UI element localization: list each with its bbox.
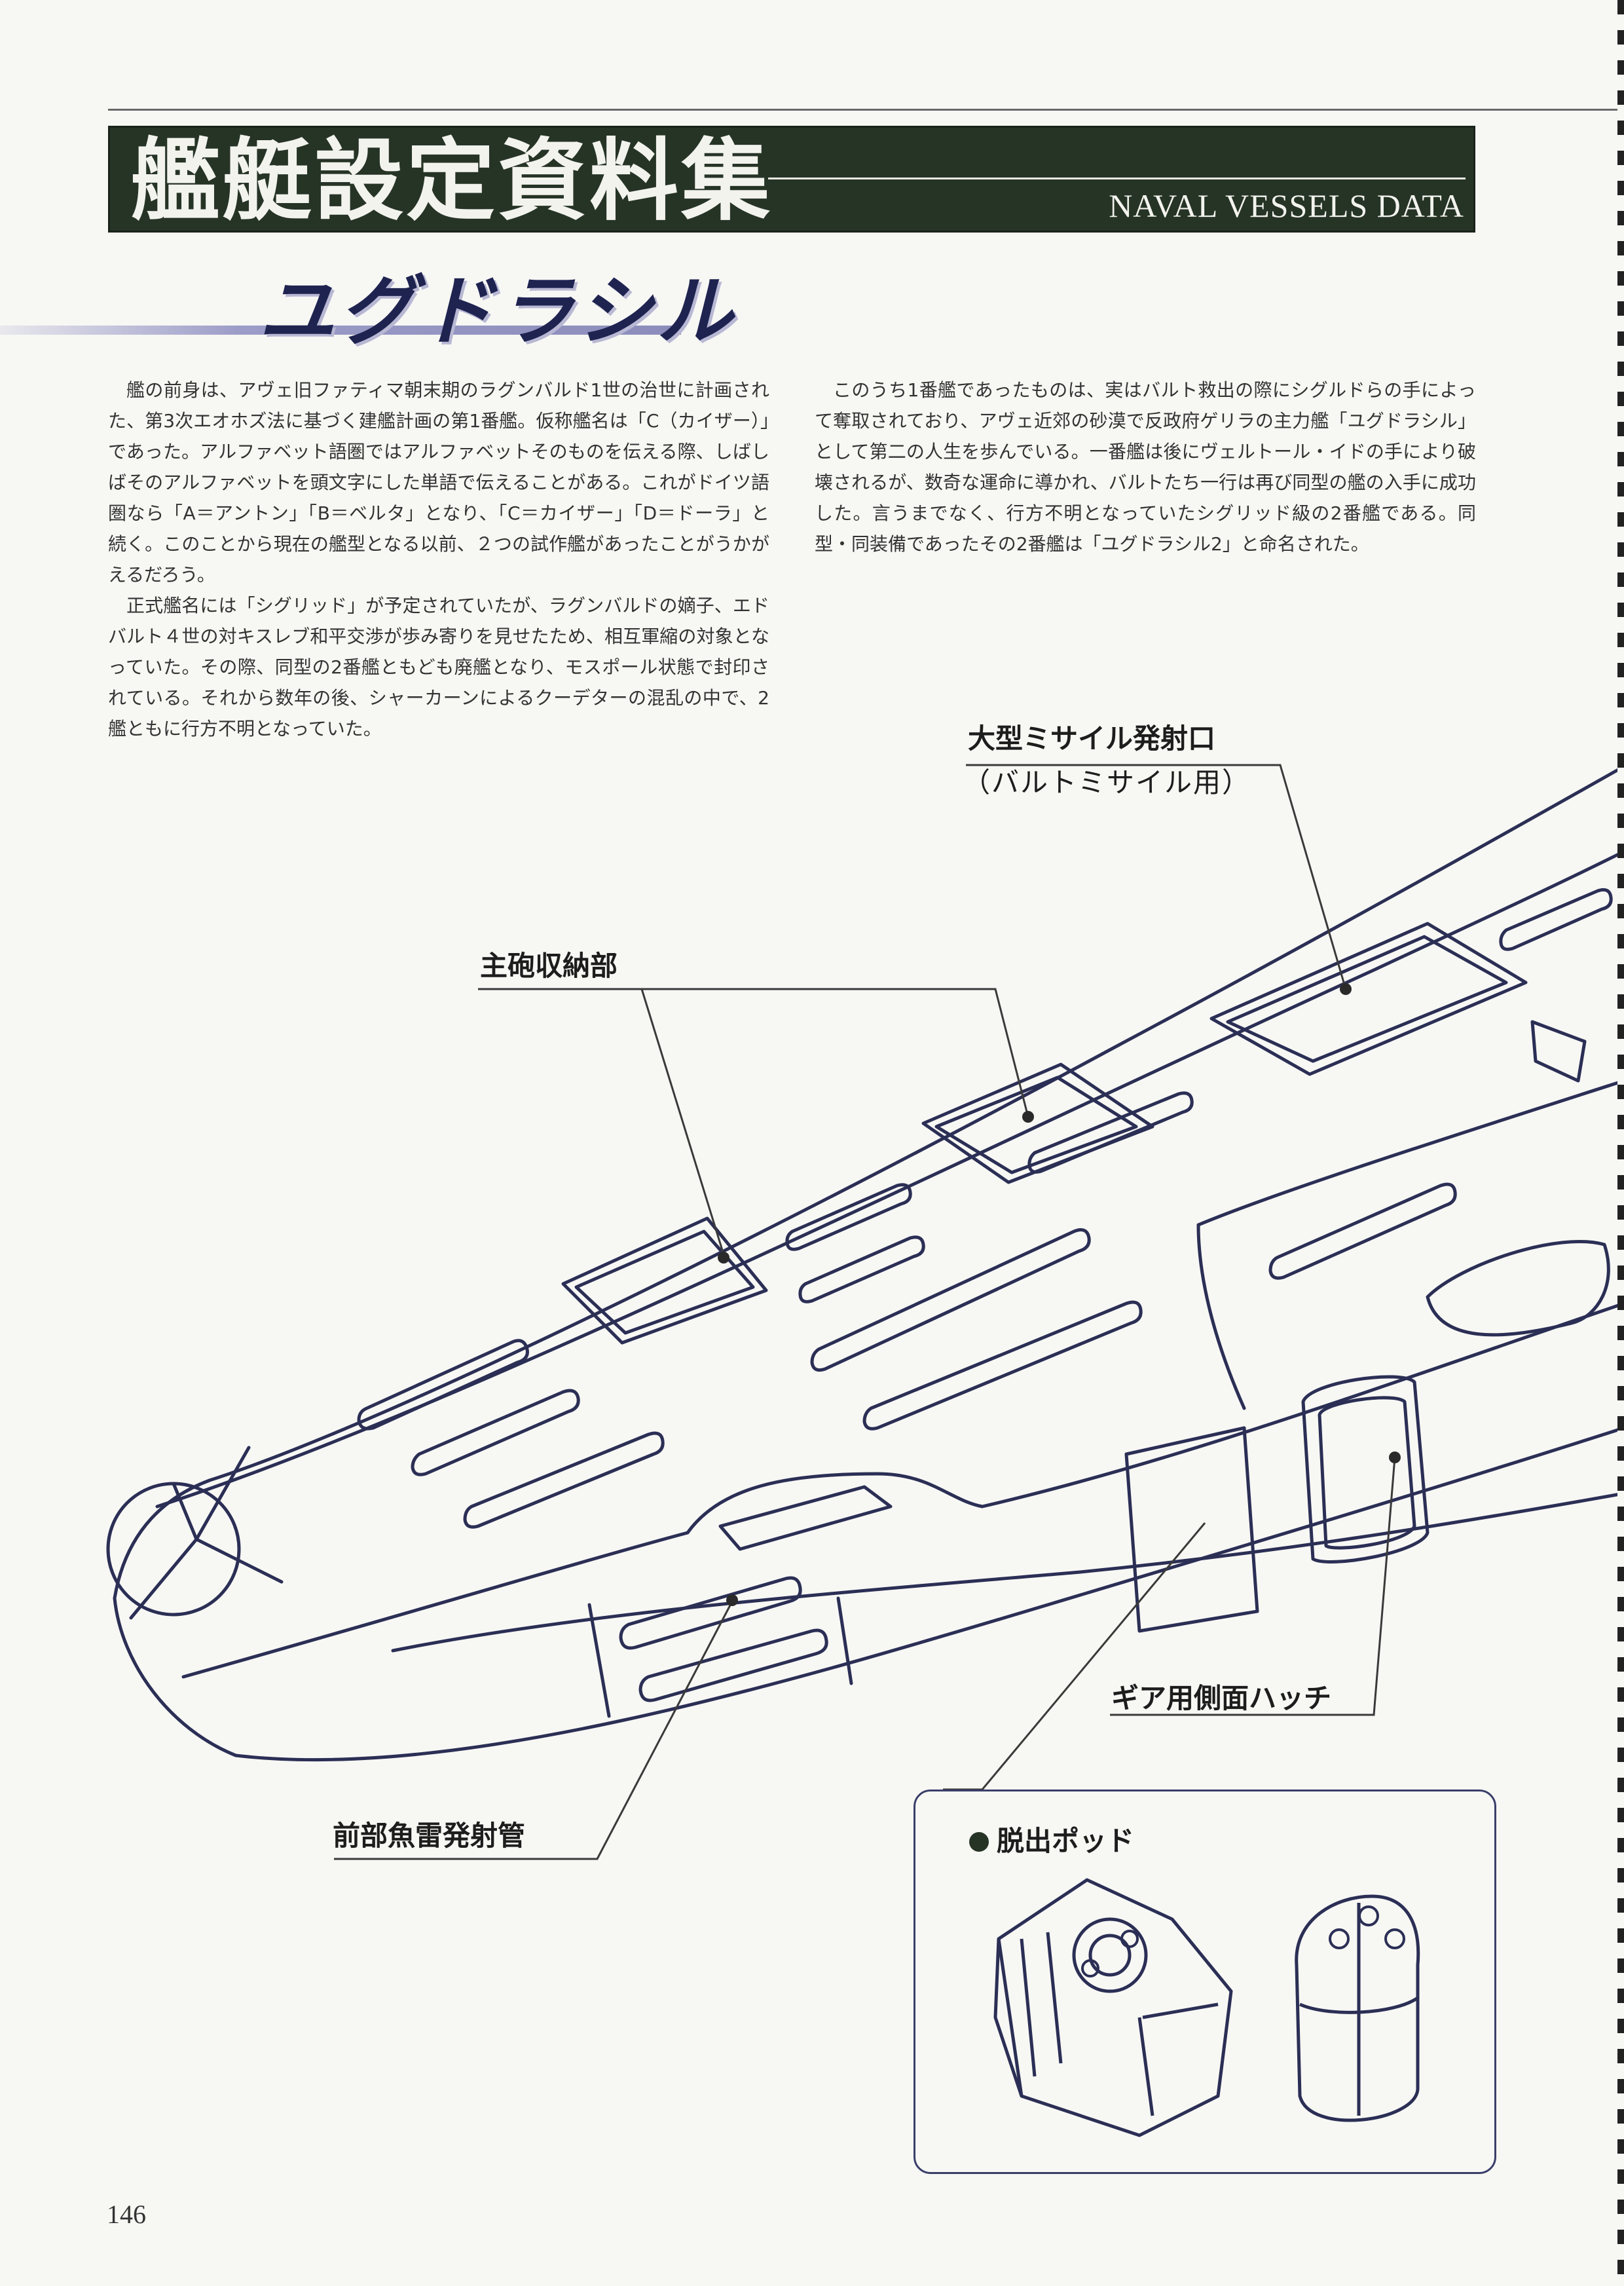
- main-gun-hatch: [561, 1216, 768, 1345]
- callout-dot: [1389, 1452, 1401, 1463]
- page-title: 艦艇設定資料集: [131, 128, 773, 233]
- callout-main-gun-bay: 主砲収納部: [480, 950, 618, 982]
- hull-sponson: [1196, 1223, 1246, 1410]
- escape-pod-closed: [1295, 1894, 1420, 2122]
- side-blister: [1426, 1240, 1610, 1337]
- binding-edge: [1617, 0, 1624, 2286]
- gear-hatch: [1301, 1375, 1430, 1564]
- callout-torpedo-tubes: 前部魚雷発射管: [333, 1820, 526, 1852]
- body-paragraph: このうち1番艦であったものは、実はバルト救出の際にシグルドらの手によって奪取され…: [815, 379, 1476, 555]
- hull-waterline: [181, 1302, 1624, 1679]
- leader-torpedo: [334, 1601, 733, 1860]
- title-banner: 艦艇設定資料集 NAVAL VESSELS DATA: [108, 126, 1475, 233]
- callout-dot: [718, 1252, 729, 1264]
- hull-panel-line: [587, 1603, 611, 1718]
- escape-pod-open: [993, 1878, 1233, 2137]
- bullet-icon: [969, 1832, 989, 1852]
- hull-sponson: [1196, 1079, 1624, 1227]
- body-column-right: このうち1番艦であったものは、実はバルト救出の際にシグルドらの手によって奪取され…: [815, 375, 1476, 559]
- callout-gear-hatch: ギア用側面ハッチ: [1111, 1682, 1332, 1714]
- callout-dot: [1340, 983, 1352, 995]
- leader-missile-port: [966, 764, 1347, 990]
- body-paragraph: 正式艦名には「シグリッド」が予定されていたが、ラグンバルドの嫡子、エドバルト４世…: [108, 595, 769, 740]
- page-subtitle: NAVAL VESSELS DATA: [1109, 187, 1464, 224]
- escape-pod-label: 脱出ポッド: [969, 1825, 1134, 1858]
- hull-bottom-edge: [113, 1426, 1624, 1762]
- body-paragraph: 艦の前身は、アヴェ旧ファティマ朝末期のラグンバルド1世の治世に計画された、第3次…: [108, 379, 769, 586]
- callout-missile-port-sub: （バルトミサイル用）: [963, 766, 1251, 798]
- hull-panel-line: [836, 1596, 853, 1685]
- escape-pod-inset: [913, 1789, 1496, 2174]
- missile-port-hatch: [1209, 922, 1528, 1076]
- torpedo-tubes: [619, 1485, 893, 1702]
- leader-gear-hatch: [1110, 1457, 1396, 1716]
- section-accent-bar: [0, 326, 681, 335]
- callout-dot: [1022, 1111, 1034, 1123]
- leader-main-gun: [478, 988, 1029, 1117]
- main-gun-hatch: [921, 1062, 1154, 1184]
- gear-hatch: [1124, 1426, 1259, 1633]
- title-divider: [768, 178, 1466, 179]
- hull-keel-line: [391, 1491, 1624, 1653]
- page-number: 146: [107, 2200, 146, 2229]
- callout-dot: [726, 1594, 738, 1606]
- escape-pod-label-text: 脱出ポッド: [997, 1825, 1135, 1857]
- callout-missile-port: 大型ミサイル発射口: [968, 722, 1216, 755]
- deck-slots: [357, 888, 1613, 1529]
- ship-name-heading: ユグドラシル: [259, 267, 737, 356]
- body-column-left: 艦の前身は、アヴェ旧ファティマ朝末期のラグンバルド1世の治世に計画された、第3次…: [108, 375, 769, 744]
- top-rule: [108, 109, 1624, 111]
